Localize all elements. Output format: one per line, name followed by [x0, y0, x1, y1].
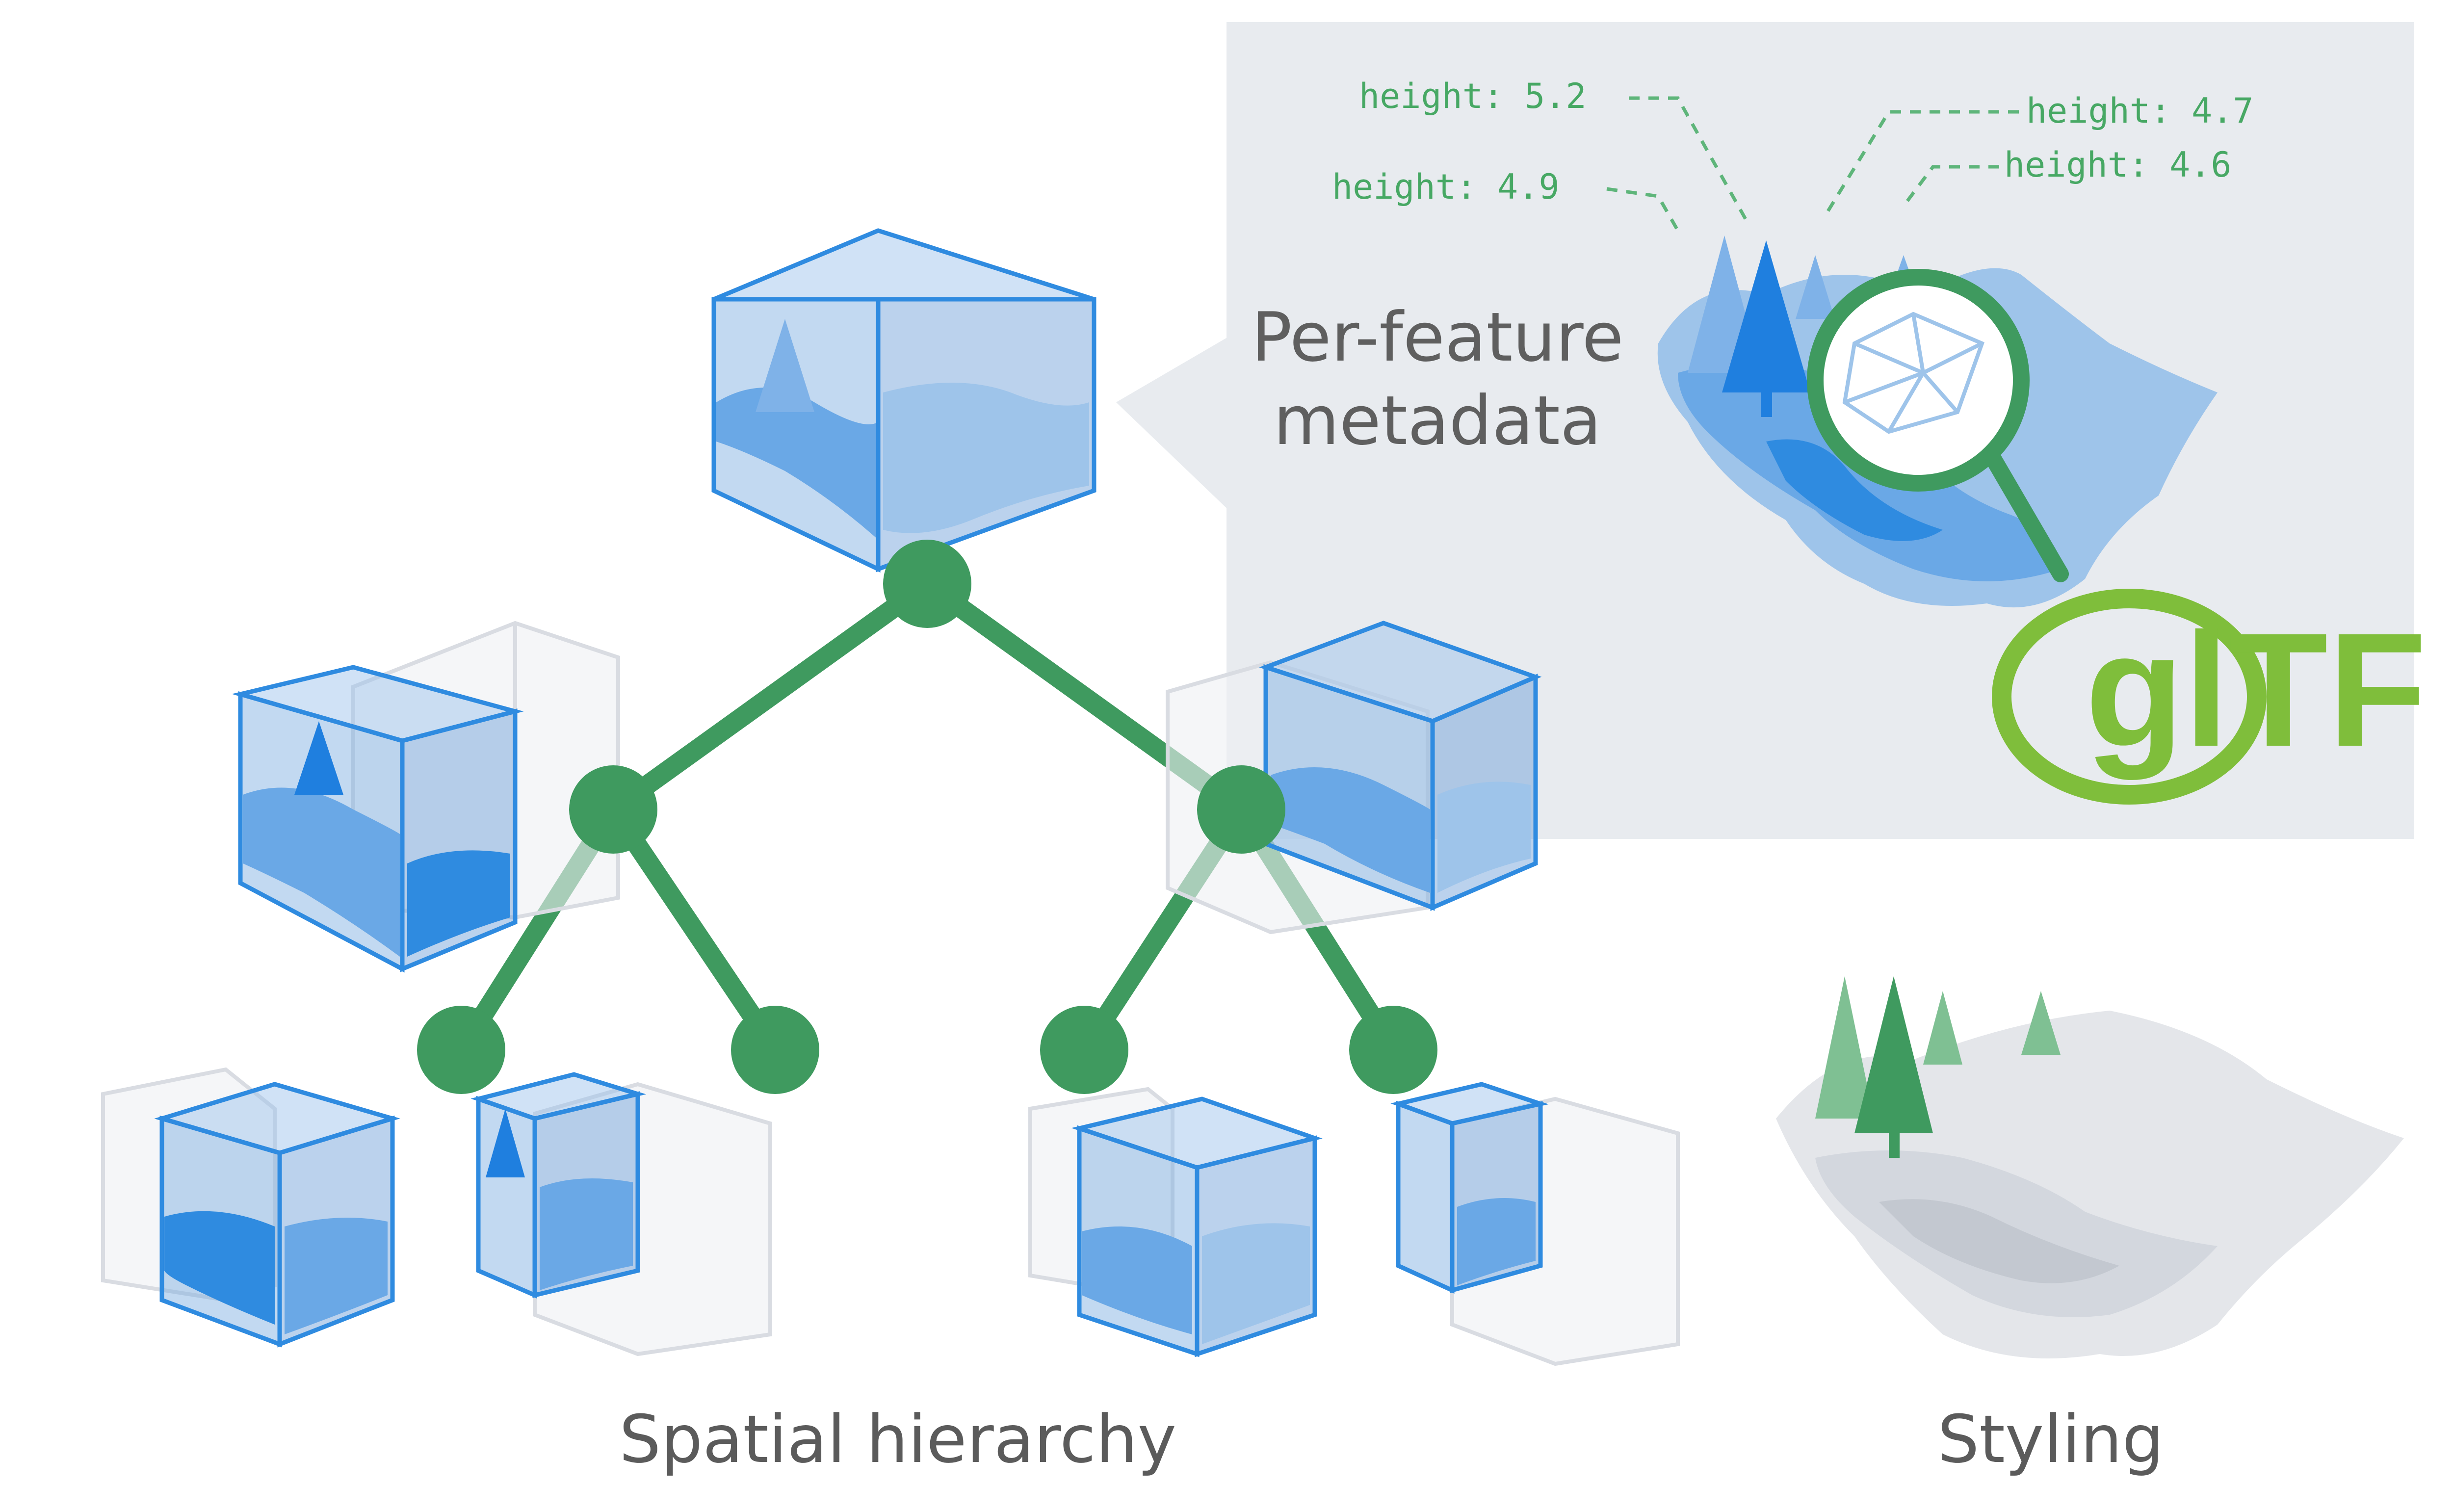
node-leaf-2 — [731, 1006, 819, 1094]
node-left — [569, 765, 657, 854]
height-label-4-6: height: 4.6 — [2004, 145, 2232, 185]
gltf-logo-text: glTF — [2085, 599, 2427, 781]
node-leaf-1 — [417, 1006, 505, 1094]
hierarchy-nodes — [417, 540, 1437, 1094]
tree-icon — [1923, 991, 1962, 1065]
callout-title-line1: Per-feature — [1251, 298, 1623, 377]
tree-icon — [1796, 255, 1835, 319]
edge-root-left — [603, 574, 937, 819]
metadata-callout: Per-feature metadata height: 5.2 height:… — [1116, 22, 2427, 839]
node-right — [1197, 765, 1285, 854]
gltf-logo: glTF ™ — [1992, 589, 2427, 805]
height-label-4-7: height: 4.7 — [2026, 91, 2254, 131]
leader-line-4-6 — [1902, 165, 1999, 208]
leader-line-5-2 — [1629, 96, 1748, 222]
gltf-logo-tm: ™ — [2399, 632, 2423, 658]
cube-level2-1 — [101, 1067, 400, 1348]
caption-spatial-hierarchy: Spatial hierarchy — [619, 1401, 1176, 1478]
tree-icon — [1854, 976, 1933, 1133]
height-label-4-9: height: 4.9 — [1332, 167, 1560, 207]
cube-level2-3 — [1028, 1087, 1323, 1357]
caption-styling: Styling — [1937, 1401, 2164, 1478]
node-leaf-4 — [1349, 1006, 1437, 1094]
callout-pointer — [1116, 334, 1234, 515]
tree-icon — [2021, 991, 2061, 1055]
node-leaf-3 — [1040, 1006, 1128, 1094]
edge-left-lr — [603, 800, 785, 1060]
callout-title-line2: metadata — [1274, 381, 1602, 460]
tree-icon — [1722, 240, 1810, 392]
cube-level2-4 — [1390, 1082, 1680, 1366]
node-root — [883, 540, 971, 628]
leader-line-4-7 — [1824, 110, 2019, 217]
cube-level1-right — [1166, 621, 1542, 935]
styled-terrain — [1776, 976, 2404, 1358]
cube-level1-left — [232, 621, 620, 973]
tree-icon — [1815, 976, 1874, 1119]
cube-level2-2 — [470, 1072, 772, 1356]
height-label-5-2: height: 5.2 — [1359, 76, 1587, 116]
cube-root — [711, 228, 1096, 573]
magnifier-icon — [1807, 269, 2069, 582]
